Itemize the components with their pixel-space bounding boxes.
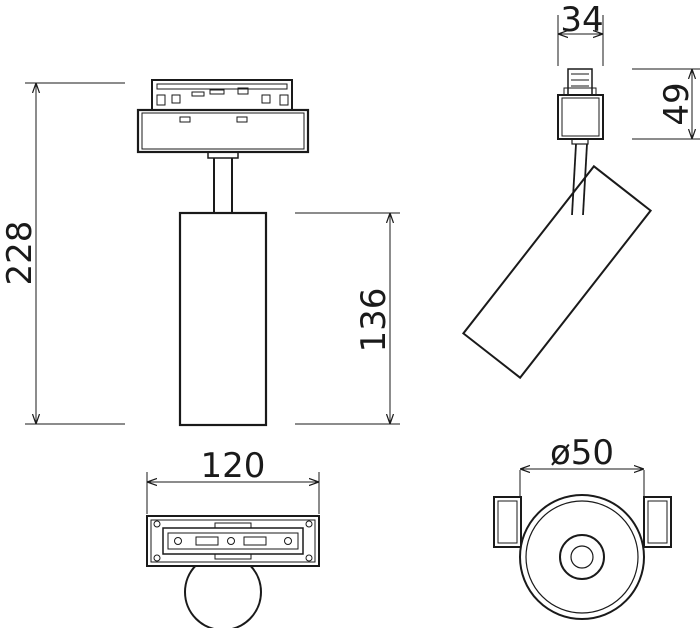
tilted-lamp-body: [461, 164, 653, 380]
body-height-label: 136: [354, 288, 394, 353]
top-height-dimension: [632, 68, 700, 140]
base-width-label: 120: [201, 446, 266, 486]
top-width-label: 34: [560, 0, 603, 40]
total-height-dimension: [25, 82, 125, 425]
base-width-dimension: [146, 472, 320, 514]
top-view-adapter: [146, 515, 320, 628]
stem: [207, 151, 239, 213]
adapter-housing: [136, 108, 310, 154]
top-height-label: 49: [657, 82, 697, 125]
diameter-dimension: [519, 469, 645, 498]
track-connector: [151, 79, 293, 111]
diameter-label: ø50: [550, 433, 614, 473]
lamp-body: [178, 211, 268, 427]
top-width-dimension: [557, 15, 604, 66]
body-height-dimension: [295, 212, 400, 425]
total-height-label: 228: [0, 221, 40, 286]
lens: [559, 534, 605, 580]
side-view: [461, 68, 653, 380]
lens-view: [493, 494, 672, 620]
front-view: [136, 79, 310, 427]
